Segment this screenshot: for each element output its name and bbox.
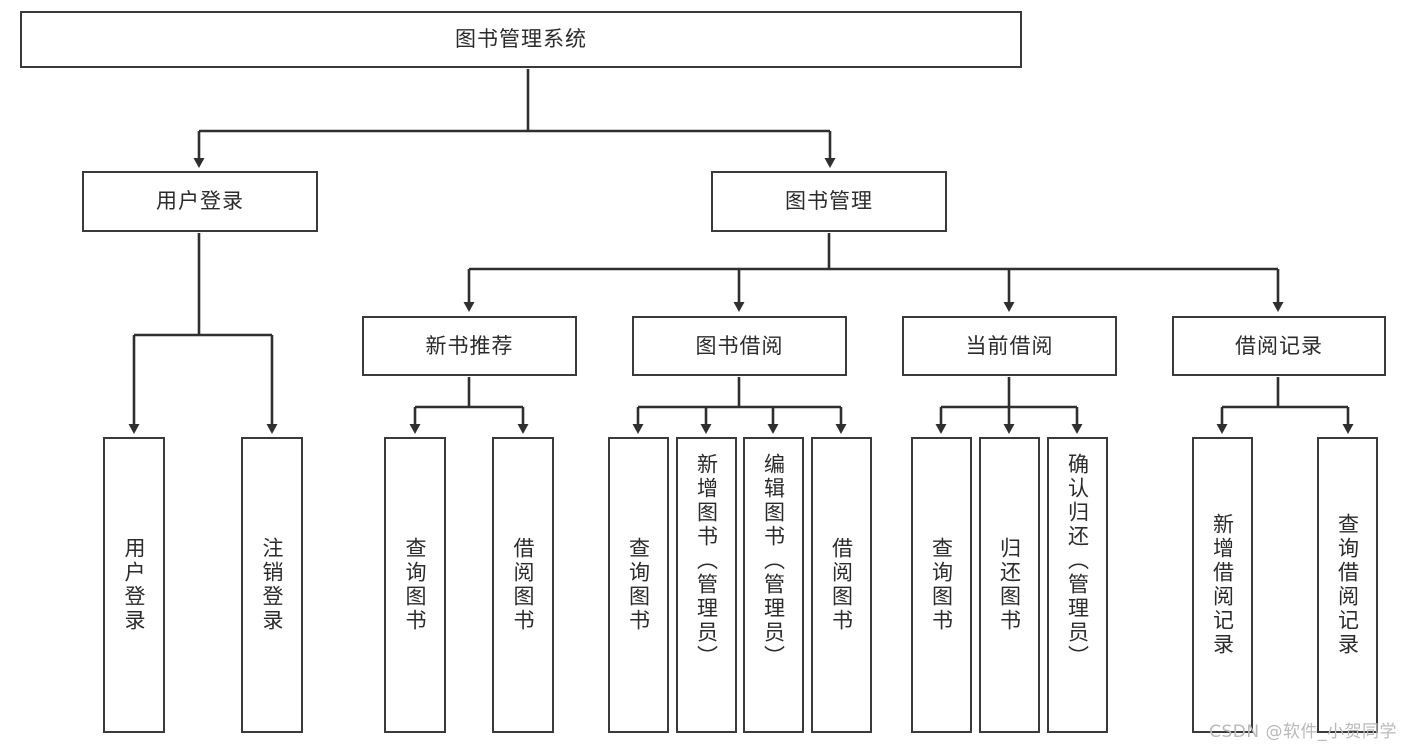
node-label: 查询图书 [929,537,954,633]
leaf-query-book-borrow[interactable]: 查询图书 [608,437,669,733]
node-root-book-management-system[interactable]: 图书管理系统 [20,11,1022,68]
node-label: 借阅记录 [1235,333,1323,358]
leaf-query-book-current[interactable]: 查询图书 [911,437,972,733]
csdn-watermark: CSDN @软件_小贺同学 [1209,722,1397,742]
node-label: 图书借阅 [695,333,784,358]
node-label: 图书管理系统 [455,27,587,52]
leaf-add-book-admin[interactable]: 新增图书（管理员） [676,437,737,733]
leaf-logout-login[interactable]: 注销登录 [241,437,303,733]
leaf-confirm-return-admin[interactable]: 确认归还（管理员） [1047,437,1108,733]
leaf-edit-book-admin[interactable]: 编辑图书（管理员） [743,437,804,733]
node-label: 新增图书（管理员） [694,453,719,669]
node-label: 查询图书 [403,537,428,633]
node-label: 新增借阅记录 [1210,513,1235,657]
leaf-borrow-book-recommend[interactable]: 借阅图书 [492,437,554,733]
leaf-return-book[interactable]: 归还图书 [979,437,1040,733]
node-book-management[interactable]: 图书管理 [711,171,947,232]
leaf-query-book-recommend[interactable]: 查询图书 [384,437,446,733]
node-label: 用户登录 [156,189,244,214]
node-new-book-recommend[interactable]: 新书推荐 [362,316,577,376]
node-label: 确认归还（管理员） [1065,453,1090,669]
node-label: 借阅图书 [511,537,536,633]
node-book-borrow[interactable]: 图书借阅 [632,316,847,376]
node-label: 图书管理 [785,189,873,214]
leaf-borrow-book[interactable]: 借阅图书 [811,437,872,733]
node-label: 借阅图书 [829,537,854,633]
node-user-login[interactable]: 用户登录 [82,171,318,232]
node-label: 用户登录 [122,537,147,633]
node-current-borrow[interactable]: 当前借阅 [902,316,1117,376]
node-label: 归还图书 [997,537,1022,633]
node-label: 查询借阅记录 [1335,513,1360,657]
node-label: 编辑图书（管理员） [761,453,786,669]
node-label: 查询图书 [626,537,651,633]
leaf-add-borrow-record[interactable]: 新增借阅记录 [1192,437,1253,733]
leaf-user-login[interactable]: 用户登录 [103,437,165,733]
node-borrow-record[interactable]: 借阅记录 [1172,316,1386,376]
node-label: 注销登录 [260,537,285,633]
node-label: 新书推荐 [425,333,514,358]
node-label: 当前借阅 [965,333,1054,358]
leaf-query-borrow-record[interactable]: 查询借阅记录 [1317,437,1378,733]
